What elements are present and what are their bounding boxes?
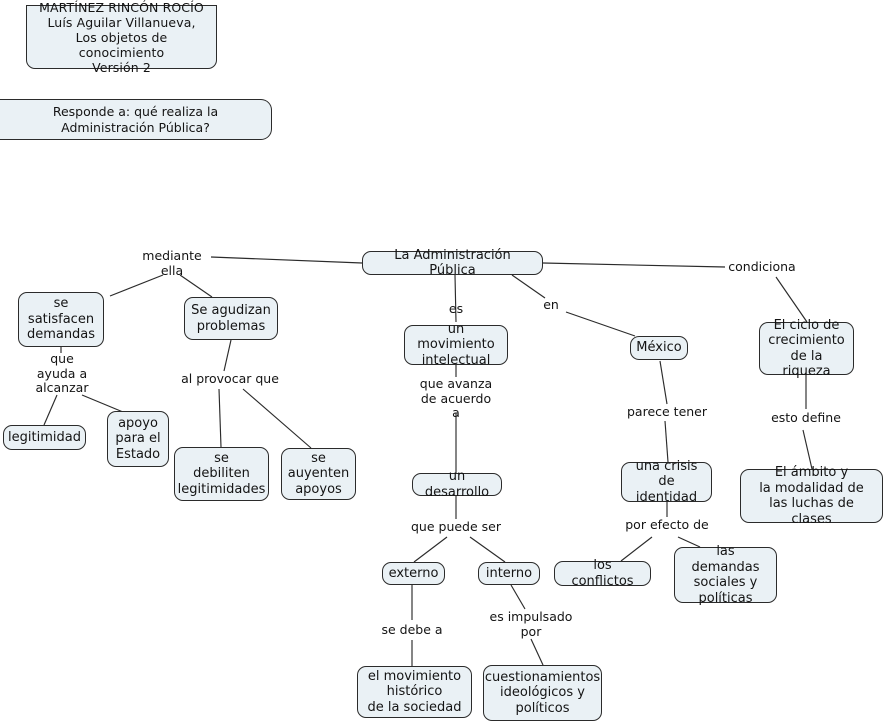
link-label-que-avanza-de-acuerdo-a: que avanza de acuerdo a [419, 376, 493, 420]
edge-condiciona-to-ciclo [775, 276, 808, 323]
edge-quepuedeser-to-interno [469, 536, 506, 563]
edge-en-to-mexico [565, 311, 636, 337]
link-label-esto-define: esto define [771, 410, 841, 425]
link-label-parece-tener: parece tener [626, 404, 708, 419]
node-se-agudizan-problemas[interactable]: Se agudizan problemas [184, 297, 278, 340]
link-label-al-provocar-que: al provocar que [181, 371, 279, 386]
node-un-desarrollo[interactable]: un desarrollo [412, 469, 502, 500]
edge-quepuedeser-to-externo [413, 536, 448, 563]
edge-agudizan-to-alprovocar [223, 339, 232, 372]
node-cuestionamientos-ideologicos-y-politicos[interactable]: cuestionamientos ideológicos y políticos [483, 665, 602, 721]
node-apoyo-para-el-estado[interactable]: apoyo para el Estado [107, 411, 169, 467]
link-label-es: es [448, 301, 464, 316]
node-interno[interactable]: interno [478, 562, 540, 585]
node-el-movimiento-historico-de-la-sociedad[interactable]: el movimiento histórico de la sociedad [357, 666, 472, 718]
author-title-box: MARTÍNEZ RINCÓN ROCÍO Luís Aguilar Villa… [26, 0, 217, 75]
link-label-mediante-ella: mediante ella [142, 248, 202, 278]
link-label-por-efecto-de: por efecto de [625, 517, 709, 532]
edge-queayuda-to-legitimidad [43, 394, 58, 426]
node-los-conflictos[interactable]: los conflictos [554, 558, 651, 589]
node-el-ambito-y-la-modalidad-de-las-luchas-de-clases[interactable]: El ámbito y la modalidad de las luchas d… [740, 465, 883, 527]
link-label-que-ayuda-a-alcanzar: que ayuda a alcanzar [35, 351, 89, 395]
edge-mediante-to-admin [210, 256, 363, 264]
link-label-condiciona: condiciona [728, 259, 796, 274]
edge-alprovocar-to-debiliten [218, 388, 222, 448]
node-la-administracion-publica[interactable]: La Administración Pública [362, 248, 543, 278]
node-se-auyenten-apoyos[interactable]: se auyenten apoyos [281, 448, 356, 500]
node-un-movimiento-intelectual[interactable]: un movimiento intelectual [404, 322, 508, 368]
link-label-que-puede-ser: que puede ser [410, 519, 501, 534]
edge-estodefine-to-ambito [802, 429, 813, 470]
node-legitimidad[interactable]: legitimidad [3, 425, 86, 450]
node-externo[interactable]: externo [382, 562, 445, 585]
node-se-satisfacen-demandas[interactable]: se satisfacen demandas [18, 292, 104, 347]
edge-esimpulsado-to-cuestionamientos [530, 638, 544, 666]
link-label-se-debe-a: se debe a [381, 622, 443, 637]
edge-mediante-to-agudizan [179, 274, 213, 298]
edge-alprovocar-to-auyenten [242, 388, 312, 449]
node-las-demandas-sociales-y-politicas[interactable]: las demandas sociales y políticas [674, 544, 777, 606]
link-label-es-impulsado-por: es impulsado por [489, 609, 573, 639]
edge-queayuda-to-apoyo [81, 394, 124, 413]
edge-admin-to-condiciona [542, 262, 726, 268]
edge-parecetener-to-crisis [664, 420, 669, 463]
edge-mexico-to-parecetener [659, 360, 668, 405]
node-mexico[interactable]: México [630, 336, 688, 360]
edge-mediante-to-satisfacen [109, 274, 164, 297]
node-el-ciclo-de-crecimiento-de-la-riqueza[interactable]: El ciclo de crecimiento de la riqueza [759, 318, 854, 379]
focus-question-box: Responde a: qué realiza la Administració… [0, 99, 272, 140]
node-una-crisis-de-identidad[interactable]: una crisis de identidad [621, 459, 712, 505]
node-se-debiliten-legitimidades[interactable]: se debiliten legitimidades [174, 447, 269, 501]
link-label-en: en [543, 297, 559, 312]
edge-interno-to-esimpulsado [510, 584, 526, 610]
